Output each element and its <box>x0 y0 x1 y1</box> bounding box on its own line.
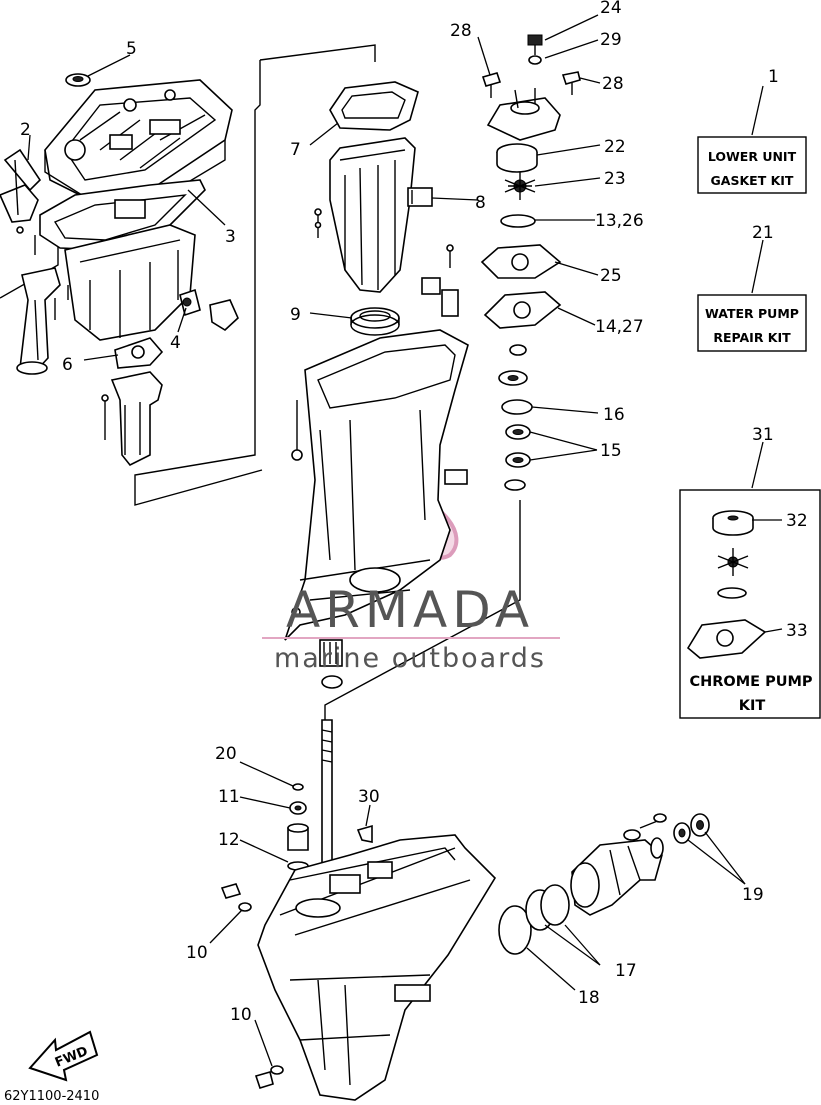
gasket-14-27 <box>483 291 562 329</box>
bolt-28a <box>481 72 502 98</box>
impeller-chrome-kit <box>717 548 749 576</box>
forward-arrow-icon: FWD <box>28 1030 99 1082</box>
small-brackets-center <box>421 277 459 317</box>
callout-numbers: 1 2 3 4 5 6 7 8 9 10 10 11 12 13,26 14,2… <box>20 0 808 1025</box>
watermark: ARMADA marine outboards <box>262 581 560 674</box>
chrome-kit-line2: KIT <box>739 698 766 714</box>
seal-9 <box>350 307 400 336</box>
callout-10a: 10 <box>186 943 208 963</box>
exhaust-pipe-left <box>16 267 61 375</box>
propeller-shaft-seals <box>498 884 570 955</box>
chrome-pump-kit-box: CHROME PUMP KIT <box>679 489 821 719</box>
exhaust-tube <box>101 371 163 467</box>
insert-32 <box>712 510 754 536</box>
callout-19: 19 <box>742 885 764 905</box>
bracket-2 <box>0 148 42 223</box>
gasket-7 <box>329 81 419 131</box>
insert-22 <box>496 143 538 173</box>
water-pump-kit-line1: WATER PUMP <box>705 306 799 321</box>
callout-23: 23 <box>604 169 626 189</box>
impeller-23 <box>504 172 536 200</box>
callout-10b: 10 <box>230 1005 252 1025</box>
upper-mount-plate <box>44 79 233 216</box>
callout-15: 15 <box>600 441 622 461</box>
grommet-4 <box>179 288 239 331</box>
pump-housing <box>486 88 561 141</box>
callout-12: 12 <box>218 830 240 850</box>
sleeve-12 <box>287 823 309 871</box>
drive-shaft-housing <box>284 329 469 641</box>
gasket-kit-line1: LOWER UNIT <box>708 149 797 164</box>
lower-mount-housing <box>64 224 196 341</box>
bolts-center <box>291 208 454 461</box>
water-pump-kit-box: WATER PUMP REPAIR KIT <box>697 294 807 352</box>
key-30 <box>356 824 373 843</box>
screws-10 <box>220 883 284 1089</box>
callout-21: 21 <box>752 223 774 243</box>
callout-14-27: 14,27 <box>595 317 644 337</box>
callout-30: 30 <box>358 787 380 807</box>
callout-22: 22 <box>604 137 626 157</box>
seals-15 <box>505 424 531 468</box>
o-ring-16 <box>501 399 533 415</box>
callout-9: 9 <box>290 305 301 325</box>
bearings-19 <box>673 813 710 844</box>
callout-33: 33 <box>786 621 808 641</box>
bolts-left <box>16 226 69 320</box>
callout-8: 8 <box>475 193 486 213</box>
water-pump-kit-line2: REPAIR KIT <box>713 330 791 345</box>
chrome-kit-line1: CHROME PUMP <box>689 674 812 690</box>
part-8 <box>407 187 433 207</box>
callout-16: 16 <box>603 405 625 425</box>
seal-stack <box>498 344 528 386</box>
callout-32: 32 <box>786 511 808 531</box>
callout-1: 1 <box>768 67 779 87</box>
watermark-tagline: marine outboards <box>274 643 546 674</box>
callout-18: 18 <box>578 988 600 1008</box>
outer-plate-25 <box>480 244 562 279</box>
gasket-6 <box>114 337 164 369</box>
bolt-28b <box>561 71 581 95</box>
leader-lines <box>27 14 783 1067</box>
o-ring-13-26 <box>500 214 536 228</box>
callout-5: 5 <box>126 39 137 59</box>
drive-shaft <box>321 719 333 881</box>
washer-5 <box>65 73 91 87</box>
callout-4: 4 <box>170 333 181 353</box>
washer-20 <box>292 783 304 791</box>
gasket-kit-line2: GASKET KIT <box>711 173 794 188</box>
callout-2: 2 <box>20 120 31 140</box>
exhaust-case <box>329 137 416 293</box>
callout-13-26: 13,26 <box>595 211 644 231</box>
callout-11: 11 <box>218 787 240 807</box>
callout-28b: 28 <box>602 74 624 94</box>
callout-3: 3 <box>225 227 236 247</box>
diagram-code: 62Y1100-2410 <box>4 1089 99 1104</box>
callout-28a: 28 <box>450 21 472 41</box>
callout-24: 24 <box>600 0 622 18</box>
callout-29: 29 <box>600 30 622 50</box>
callout-31: 31 <box>752 425 774 445</box>
callout-17: 17 <box>615 961 637 981</box>
callout-20: 20 <box>215 744 237 764</box>
filter-and-ring <box>319 639 343 689</box>
propeller-shaft-housing <box>570 813 667 916</box>
plate-33 <box>686 619 767 659</box>
gasket-kit-box: LOWER UNIT GASKET KIT <box>697 136 807 194</box>
callout-7: 7 <box>290 140 301 160</box>
gearcase <box>257 834 497 1101</box>
bushing-11 <box>289 801 307 815</box>
callout-25: 25 <box>600 266 622 286</box>
washer-29 <box>528 55 542 65</box>
o-ring-chrome-kit <box>717 587 747 599</box>
gasket-3 <box>39 179 206 251</box>
watermark-brand: ARMADA <box>286 581 534 639</box>
callout-6: 6 <box>62 355 73 375</box>
washer-bottom <box>504 479 526 491</box>
bolt-24 <box>527 34 543 55</box>
